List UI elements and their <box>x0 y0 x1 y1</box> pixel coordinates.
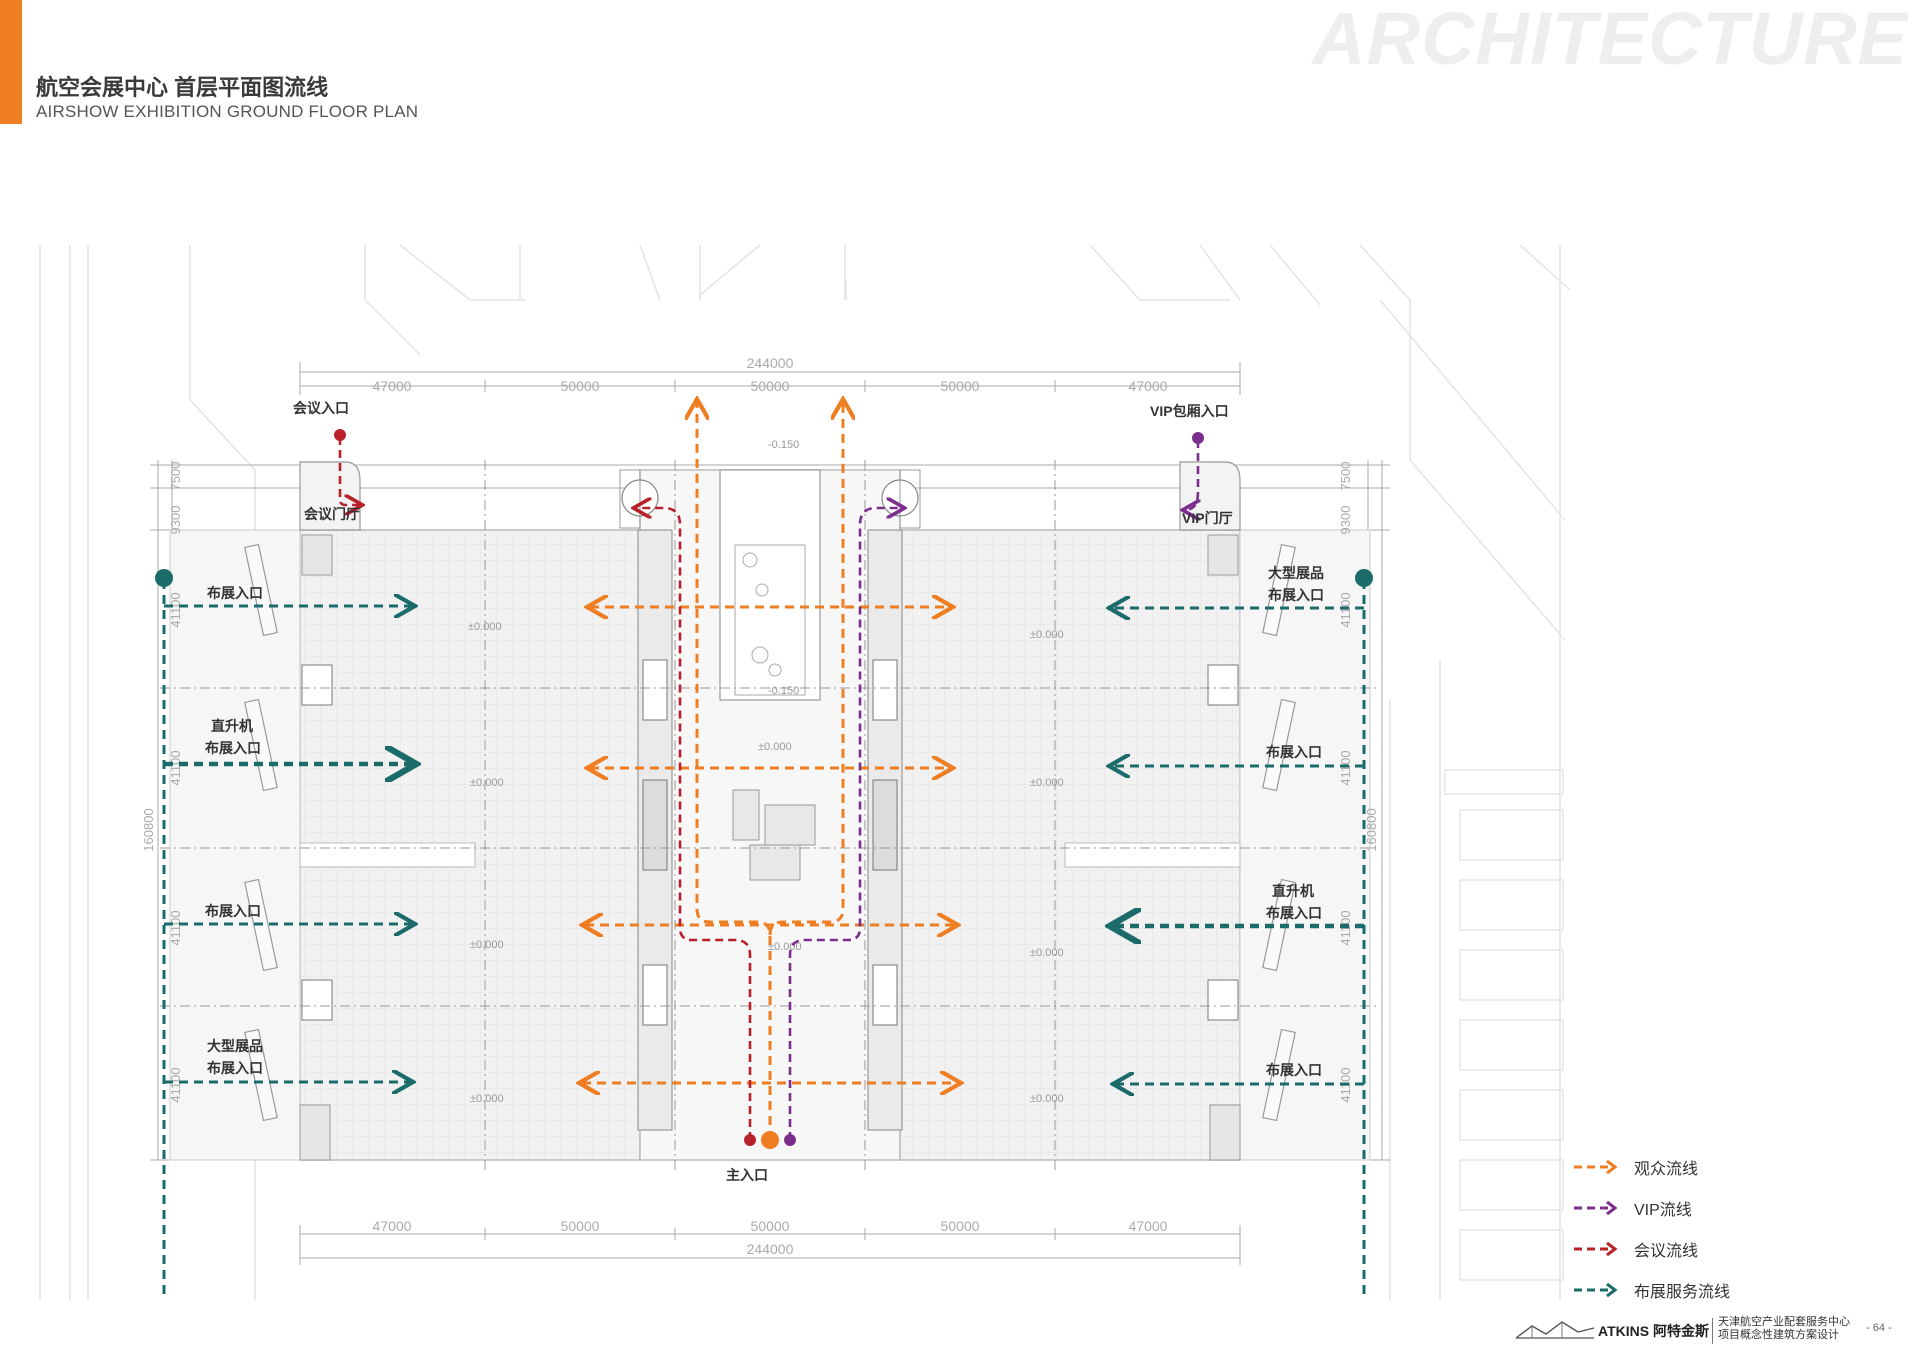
level-mark: ±0.000 <box>1030 1093 1064 1105</box>
label-left-0: 布展入口 <box>207 585 263 601</box>
label-conference-entrance: 会议入口 <box>293 400 349 416</box>
footer-divider <box>1712 1318 1713 1344</box>
label-main-entrance: 主入口 <box>726 1167 768 1183</box>
legend: 观众流线 VIP流线 会议流线 布展服务流线 <box>1572 1146 1832 1310</box>
page-title: 航空会展中心 首层平面图流线 <box>36 75 329 100</box>
level-mark: ±0.000 <box>1030 947 1064 959</box>
dim-left: 41100 <box>168 910 183 945</box>
dashed-arrow-icon <box>1574 1282 1618 1297</box>
dim-right: 41100 <box>1338 750 1353 785</box>
vip-flow <box>788 440 1198 1140</box>
legend-item-vip: VIP流线 <box>1572 1187 1832 1228</box>
label-vip-entrance: VIP包厢入口 <box>1150 403 1229 419</box>
level-mark: ±0.000 <box>470 777 504 789</box>
label-left-5: 布展入口 <box>207 1060 263 1076</box>
legend-label: 会议流线 <box>1634 1242 1699 1260</box>
dim-span-bottom: 50000 <box>941 1218 980 1234</box>
page-number: - 64 - <box>1866 1322 1892 1334</box>
dim-span-top: 50000 <box>751 378 790 394</box>
building <box>160 460 1380 1170</box>
level-mark: -0.150 <box>768 439 799 451</box>
legend-label: VIP流线 <box>1634 1201 1692 1219</box>
service-flow <box>162 580 1366 1300</box>
watermark: ARCHITECTURE <box>1312 0 1908 80</box>
legend-item-audience: 观众流线 <box>1572 1146 1832 1187</box>
footer-project: 天津航空产业配套服务中心 项目概念性建筑方案设计 <box>1718 1316 1850 1342</box>
label-right-1: 布展入口 <box>1268 587 1324 603</box>
dim-left: 41100 <box>168 1067 183 1102</box>
dim-span-top: 47000 <box>1129 378 1168 394</box>
vip-start-dot <box>784 1134 796 1146</box>
service-start-dot <box>1355 569 1373 587</box>
label-conference-lobby: 会议门厅 <box>304 506 360 522</box>
level-mark: ±0.000 <box>1030 629 1064 641</box>
level-mark: ±0.000 <box>468 621 502 633</box>
dim-span-bottom: 47000 <box>373 1218 412 1234</box>
dashed-arrow-icon <box>1574 1241 1618 1256</box>
dim-left: 9300 <box>168 506 183 535</box>
dimension-ticks <box>484 380 1056 1240</box>
site-context <box>39 244 1571 1300</box>
label-left-2: 布展入口 <box>205 740 261 756</box>
label-left-3: 布展入口 <box>205 903 261 919</box>
dim-span-bottom: 47000 <box>1129 1218 1168 1234</box>
dim-right-total: 160800 <box>1364 808 1379 851</box>
legend-item-service: 布展服务流线 <box>1572 1269 1832 1310</box>
audience-flow <box>582 402 958 1140</box>
dim-span-bottom: 50000 <box>561 1218 600 1234</box>
level-mark: ±0.000 <box>1030 777 1064 789</box>
label-right-3: 直升机 <box>1272 883 1314 899</box>
label-right-5: 布展入口 <box>1266 1062 1322 1078</box>
service-start-dot <box>155 569 173 587</box>
dim-total-top: 244000 <box>747 355 794 371</box>
dim-span-top: 50000 <box>561 378 600 394</box>
level-mark: ±0.000 <box>470 939 504 951</box>
level-mark: ±0.000 <box>758 741 792 753</box>
parking-area <box>1444 769 1564 1281</box>
dim-right: 9300 <box>1338 506 1353 535</box>
legend-label: 观众流线 <box>1634 1160 1699 1178</box>
accent-bar <box>0 0 22 124</box>
dim-left: 7500 <box>168 462 183 491</box>
dim-right: 41100 <box>1338 592 1353 627</box>
page-subtitle: AIRSHOW EXHIBITION GROUND FLOOR PLAN <box>36 102 419 121</box>
label-right-4: 布展入口 <box>1266 905 1322 921</box>
level-mark: ±0.000 <box>470 1093 504 1105</box>
label-right-2: 布展入口 <box>1266 744 1322 760</box>
conference-start-dot <box>744 1134 756 1146</box>
dim-span-bottom: 50000 <box>751 1218 790 1234</box>
dim-right: 7500 <box>1338 462 1353 491</box>
level-mark: -0.150 <box>768 685 799 697</box>
dim-total-bottom: 244000 <box>747 1241 794 1257</box>
legend-item-conference: 会议流线 <box>1572 1228 1832 1269</box>
label-vip-lobby: VIP门厅 <box>1182 510 1233 526</box>
dim-left-total: 160800 <box>141 808 156 851</box>
legend-label: 布展服务流线 <box>1634 1283 1731 1301</box>
dim-left: 41100 <box>168 750 183 785</box>
label-right-0: 大型展品 <box>1268 565 1324 581</box>
atkins-logo-icon <box>1515 1321 1595 1339</box>
audience-start-dot <box>761 1131 779 1149</box>
conference-entrance-dot <box>334 429 346 441</box>
conference-flow <box>338 437 752 1140</box>
vip-entrance-dot <box>1192 432 1204 444</box>
label-left-1: 直升机 <box>211 718 253 734</box>
footer-brand: ATKINS 阿特金斯 <box>1598 1323 1709 1339</box>
footer-project-line1: 天津航空产业配套服务中心 <box>1718 1316 1850 1328</box>
dashed-arrow-icon <box>1574 1159 1618 1174</box>
footer-project-line2: 项目概念性建筑方案设计 <box>1718 1329 1839 1341</box>
dim-span-top: 50000 <box>941 378 980 394</box>
dashed-arrow-icon <box>1574 1200 1618 1215</box>
dim-span-top: 47000 <box>373 378 412 394</box>
label-left-4: 大型展品 <box>207 1038 263 1054</box>
dim-left: 41100 <box>168 592 183 627</box>
